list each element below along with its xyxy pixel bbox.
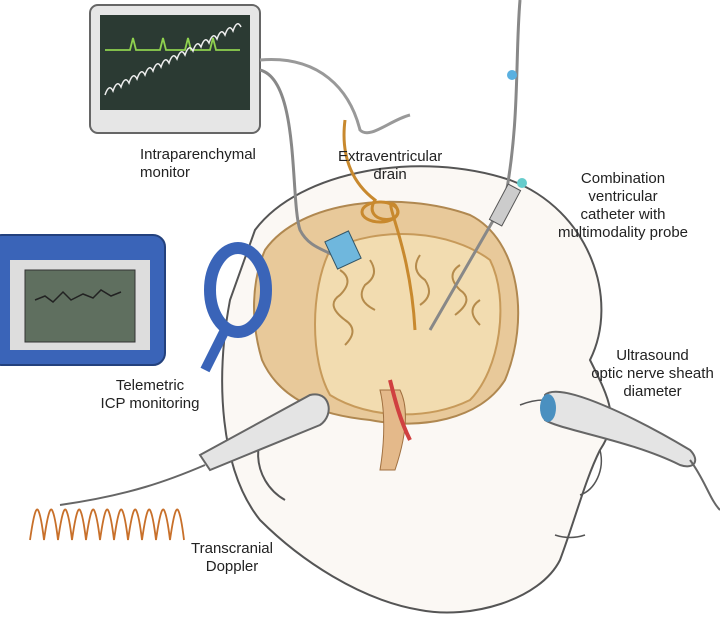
mouth [554,534,586,539]
luer-teal [517,178,527,188]
label-line: catheter with [580,206,666,223]
monitor-cable [259,58,411,135]
telemetric-reader [204,242,272,338]
intraparenchymal-cable [259,68,342,262]
doppler-cable [59,464,206,506]
label-line: drain [373,166,407,183]
label-line: Doppler [205,558,259,575]
icp-trace [34,289,122,303]
ultrasound-tip [540,394,556,422]
label-line: diameter [623,383,682,400]
label-ultrasound-onsd: Ultrasound optic nerve sheath diameter [585,347,720,401]
label-line: ICP monitoring [100,395,200,412]
brain-section [314,232,502,416]
ecg-trace [105,37,240,51]
artery [388,379,412,441]
label-line: Extraventricular [338,148,443,165]
drain-loop [360,200,400,224]
luer-blue [507,70,517,80]
label-extraventricular-drain: Extraventricular drain [338,148,442,184]
doppler-waveform [29,508,185,541]
tablet-screen [24,269,136,343]
catheter-hub [488,183,522,227]
ultrasound-cable [689,459,720,511]
label-line: ventricular [588,188,658,205]
monitor-screen [100,15,250,110]
label-transcranial-doppler: Transcranial Doppler [182,540,282,576]
nose [579,449,602,496]
bolt [324,230,362,270]
label-line: Ultrasound [616,347,689,364]
label-line: Combination [580,170,666,187]
pressure-trace [104,23,242,96]
label-line: Transcranial [191,540,273,557]
label-combination-catheter: Combination ventricular catheter with mu… [548,170,698,242]
label-telemetric-icp: Telemetric ICP monitoring [90,377,210,413]
label-line: multimodality probe [557,224,689,241]
label-line: Intraparenchymal [140,146,256,163]
reader-handle [200,327,230,373]
doppler-probe [198,393,330,472]
label-line: Telemetric [115,377,185,394]
label-line: monitor [140,164,191,181]
label-intraparenchymal-monitor: Intraparenchymal monitor [140,146,256,182]
brain-folds [332,254,481,346]
label-line: optic nerve sheath [591,365,714,382]
